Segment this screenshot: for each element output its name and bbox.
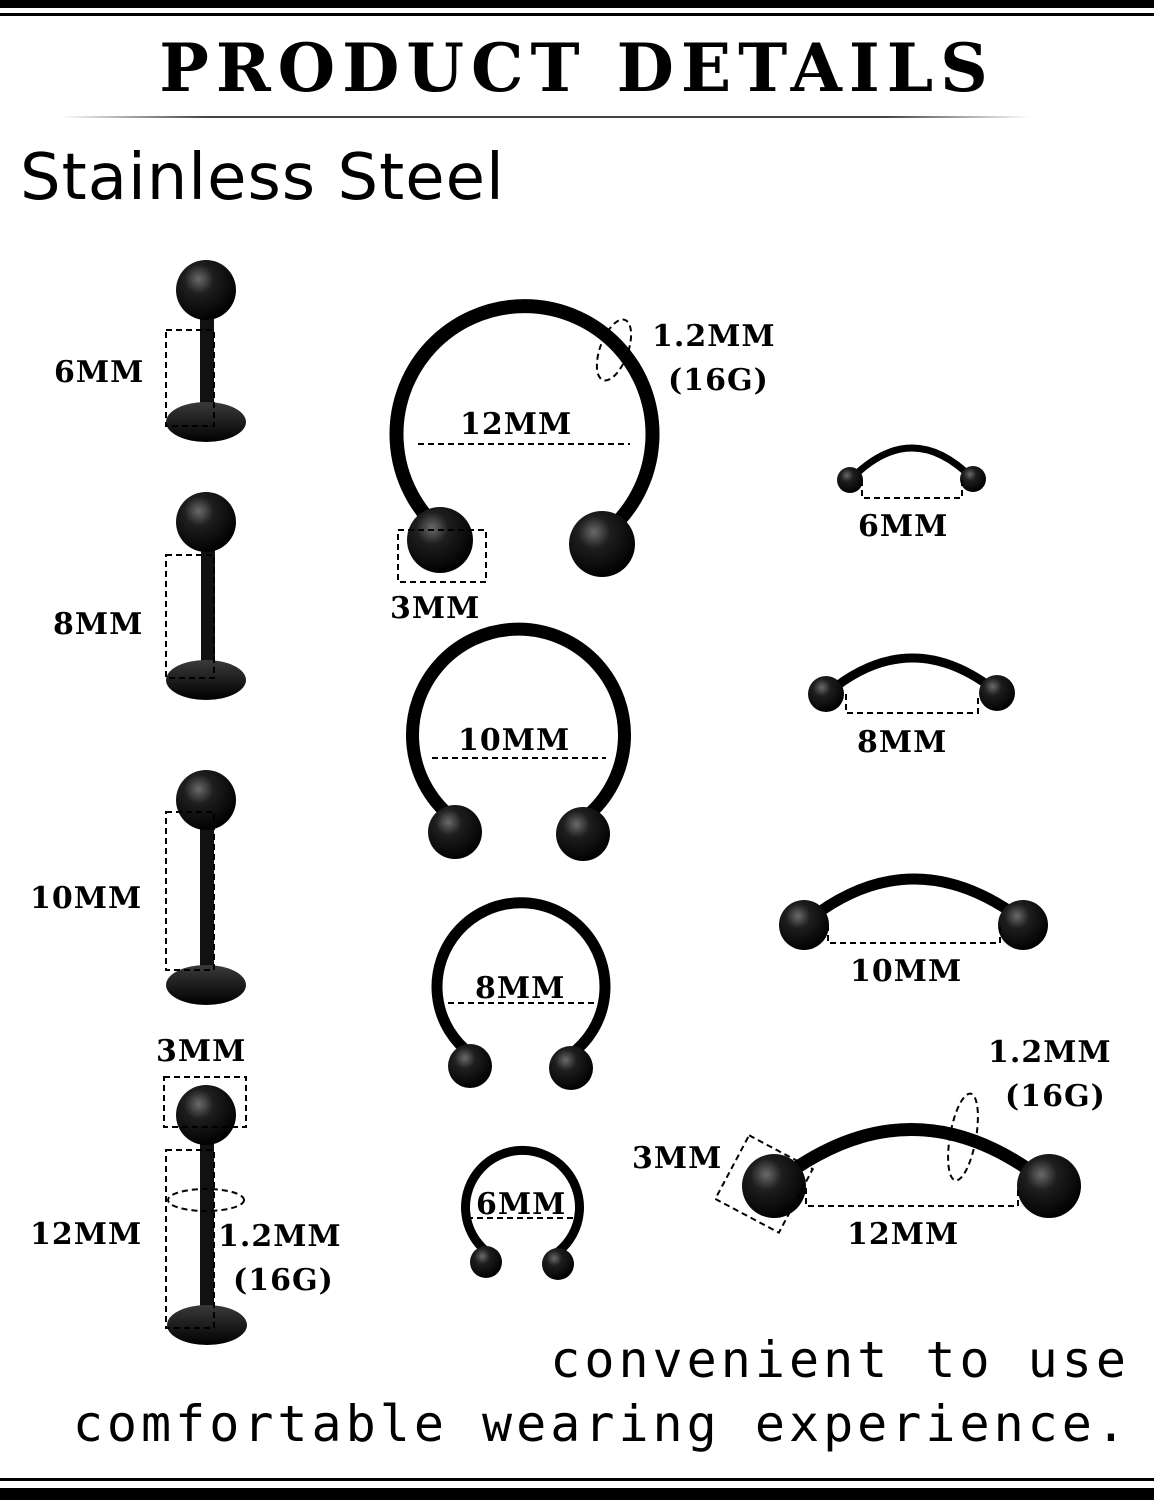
labret-stud-icon — [163, 1076, 247, 1345]
labret-ball-size: 3MM — [156, 1034, 247, 1069]
horseshoe-ring-icon — [461, 1145, 584, 1280]
title-divider — [60, 116, 1030, 118]
horseshoe-diameter-10mm: 10MM — [458, 723, 571, 758]
labret-stud-icon — [165, 260, 246, 442]
labret-length-12mm: 12MM — [30, 1217, 143, 1252]
curved-length-10mm: 10MM — [850, 954, 963, 989]
horseshoe-diameter-6mm: 6MM — [476, 1187, 567, 1222]
curved-gauge-mm: 1.2MM — [988, 1035, 1112, 1070]
curved-length-6mm: 6MM — [858, 509, 949, 544]
bottom-border-thick — [0, 1488, 1154, 1500]
horseshoe-ring-icon — [431, 897, 611, 1090]
labret-length-8mm: 8MM — [53, 607, 144, 642]
curved-gauge-g: (16G) — [1005, 1079, 1106, 1114]
horseshoe-diameter-12mm: 12MM — [460, 407, 573, 442]
labret-length-6mm: 6MM — [54, 355, 145, 390]
curved-barbell-icon — [779, 873, 1048, 950]
curved-barbell-icon — [808, 653, 1015, 714]
tagline-line-2: comfortable wearing experience. — [72, 1395, 1130, 1453]
curved-barbell-icon — [837, 444, 986, 499]
curved-ball-size: 3MM — [632, 1141, 723, 1176]
labret-stud-icon — [165, 770, 246, 1005]
top-border-thick — [0, 0, 1154, 8]
labret-stud-icon — [165, 492, 246, 700]
curved-length-8mm: 8MM — [857, 725, 948, 760]
horseshoe-ring-icon — [389, 299, 660, 583]
labret-gauge-g: (16G) — [233, 1263, 334, 1298]
horseshoe-ball-size: 3MM — [390, 591, 481, 626]
material-subtitle: Stainless Steel — [20, 141, 505, 215]
tagline-line-1: convenient to use — [550, 1331, 1130, 1389]
horseshoe-diameter-8mm: 8MM — [475, 971, 566, 1006]
labret-length-10mm: 10MM — [30, 881, 143, 916]
curved-barbell-icon — [713, 1092, 1081, 1235]
curved-length-12mm: 12MM — [847, 1217, 960, 1252]
horseshoe-ring-icon — [406, 622, 631, 861]
labret-gauge-mm: 1.2MM — [218, 1219, 342, 1254]
top-border-thin — [0, 13, 1154, 16]
horseshoe-gauge-g: (16G) — [668, 363, 769, 398]
page-title: PRODUCT DETAILS — [159, 29, 995, 107]
horseshoe-gauge-mm: 1.2MM — [652, 319, 776, 354]
bottom-border-thin — [0, 1478, 1154, 1481]
